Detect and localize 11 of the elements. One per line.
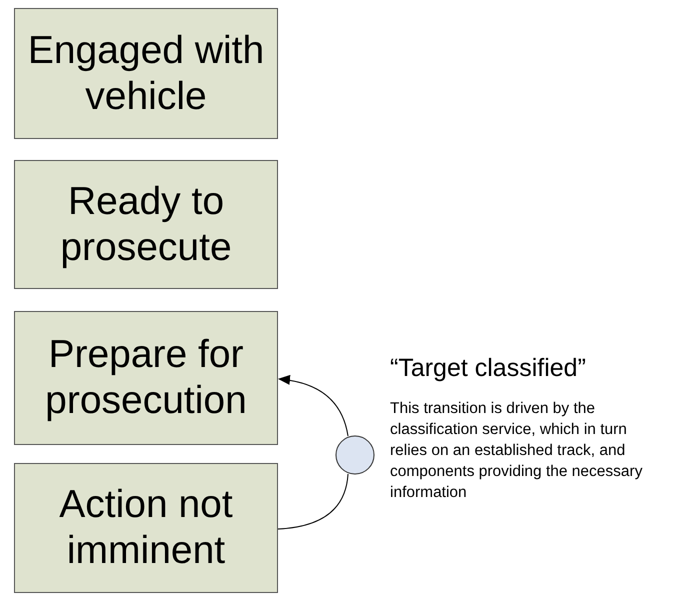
state-label: Ready to prosecute [59, 178, 233, 270]
state-box [14, 160, 278, 289]
state-box [14, 311, 278, 445]
state-box [14, 463, 278, 593]
state-box [14, 8, 278, 139]
state-label: Action not imminent [58, 482, 234, 574]
transition-description: This transition is driven by the classification service, which in turn relies on an established track, and components providing the necessary information [390, 399, 644, 503]
state-label: Prepare for prosecution [44, 332, 248, 424]
transition-arrow [278, 375, 348, 436]
state-label: Engaged with vehicle [26, 28, 266, 120]
transition-title: “Target classified” [390, 354, 586, 383]
